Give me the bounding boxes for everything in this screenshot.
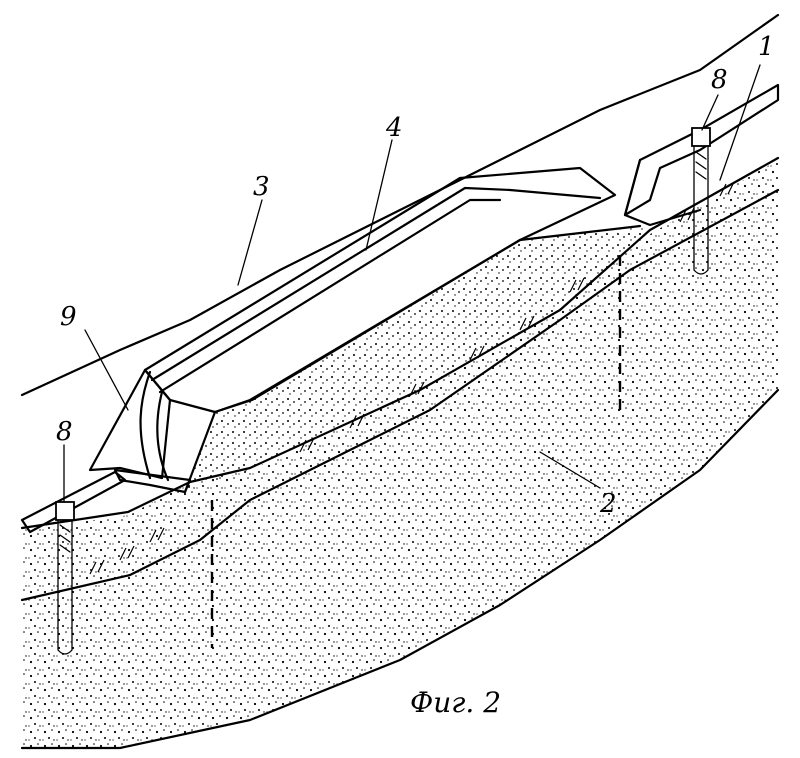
leader-3 <box>238 200 262 285</box>
label-4: 4 <box>385 113 403 143</box>
label-3: 3 <box>253 172 270 202</box>
label-1: 1 <box>758 32 775 62</box>
leader-4 <box>366 140 392 250</box>
label-9: 9 <box>60 302 77 332</box>
figure-caption: Фиг. 2 <box>410 686 501 719</box>
label-8-left: 8 <box>56 417 73 447</box>
label-2: 2 <box>599 489 617 519</box>
label-8-right: 8 <box>711 65 728 95</box>
leader-9 <box>85 330 128 410</box>
pavement-end-curve <box>141 372 150 478</box>
